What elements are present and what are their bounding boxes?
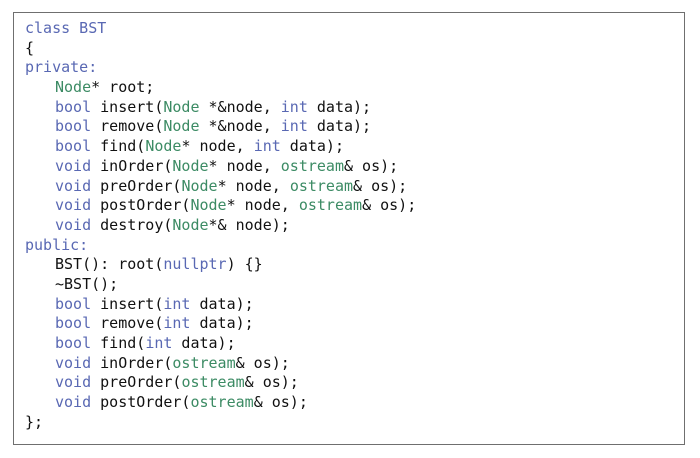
code-token: data); <box>190 314 254 333</box>
code-line: bool remove(int data); <box>25 314 416 334</box>
code-line: void postOrder(ostream& os); <box>25 393 416 413</box>
keyword-token: void <box>55 156 92 175</box>
code-line: private: <box>25 58 416 78</box>
code-line: void preOrder(ostream& os); <box>25 373 416 393</box>
code-token: data); <box>307 97 372 116</box>
code-token: *&node, <box>199 97 281 116</box>
type-token: Node <box>190 196 227 215</box>
keyword-token: int <box>280 97 308 116</box>
keyword-token: void <box>55 393 92 412</box>
code-token: & os); <box>344 156 399 175</box>
keyword-token: private: <box>25 58 98 77</box>
code-token: remove( <box>91 117 164 136</box>
code-token: *&node, <box>199 117 281 136</box>
code-token: remove( <box>91 314 164 333</box>
type-token: Node <box>172 215 209 234</box>
code-line: public: <box>25 236 416 256</box>
type-token: ostream <box>280 156 344 175</box>
code-line: BST(): root(nullptr) {} <box>25 255 416 275</box>
code-token: postOrder( <box>91 196 191 215</box>
keyword-token: bool <box>55 334 92 352</box>
code-line: bool insert(int data); <box>25 295 416 315</box>
keyword-token: int <box>253 137 281 156</box>
code-token: * node, <box>217 176 290 195</box>
type-token: Node <box>163 97 200 116</box>
code-token: *& node); <box>208 215 290 234</box>
code-token: * root; <box>91 78 155 97</box>
code-token: & os); <box>362 196 417 215</box>
type-token: Node <box>55 78 92 97</box>
keyword-token: nullptr <box>163 255 227 274</box>
keyword-token: int <box>280 117 308 136</box>
keyword-token: void <box>55 196 92 215</box>
code-block: class BST{private:Node* root;bool insert… <box>25 19 416 432</box>
code-line: void preOrder(Node* node, ostream& os); <box>25 177 416 197</box>
code-token: & os); <box>253 393 308 412</box>
code-token: destroy( <box>91 215 173 234</box>
code-token: * node, <box>181 137 254 156</box>
code-line: bool remove(Node *&node, int data); <box>25 117 416 137</box>
keyword-token: int <box>163 314 191 333</box>
type-token: Node <box>145 137 182 156</box>
code-line: class BST <box>25 19 416 39</box>
code-line: bool find(int data); <box>25 334 416 354</box>
code-token: data); <box>307 117 372 136</box>
code-token: find( <box>91 334 146 352</box>
code-token: BST(): root( <box>55 255 164 274</box>
code-token: data); <box>172 334 236 352</box>
code-line: { <box>25 39 416 59</box>
type-token: ostream <box>172 353 236 372</box>
code-line: bool insert(Node *&node, int data); <box>25 98 416 118</box>
code-line: void destroy(Node*& node); <box>25 216 416 236</box>
code-token: { <box>25 38 35 57</box>
keyword-token: void <box>55 373 92 392</box>
code-token: * node, <box>208 156 281 175</box>
type-token: Node <box>181 176 218 195</box>
code-token: & os); <box>244 373 299 392</box>
keyword-token: bool <box>55 117 92 136</box>
code-line: bool find(Node* node, int data); <box>25 137 416 157</box>
code-token: find( <box>91 137 146 156</box>
code-token: data); <box>280 137 344 156</box>
code-line: ~BST(); <box>25 275 416 295</box>
code-token: preOrder( <box>91 373 182 392</box>
keyword-token: bool <box>55 314 92 333</box>
type-token: ostream <box>181 373 245 392</box>
code-line: void inOrder(Node* node, ostream& os); <box>25 157 416 177</box>
code-token: ~BST(); <box>55 274 119 293</box>
code-line: void postOrder(Node* node, ostream& os); <box>25 196 416 216</box>
keyword-token: void <box>55 353 92 372</box>
type-token: Node <box>163 117 200 136</box>
code-token: }; <box>25 412 44 431</box>
code-listing-box: class BST{private:Node* root;bool insert… <box>13 12 685 445</box>
type-token: Node <box>172 156 209 175</box>
keyword-token: public: <box>25 235 89 254</box>
type-token: ostream <box>298 196 363 215</box>
type-token: ostream <box>190 393 254 412</box>
keyword-token: void <box>55 176 92 195</box>
keyword-token: bool <box>55 294 92 313</box>
code-line: void inOrder(ostream& os); <box>25 354 416 374</box>
code-token: inOrder( <box>91 156 173 175</box>
keyword-token: int <box>145 334 173 352</box>
code-token: inOrder( <box>91 353 173 372</box>
type-token: ostream <box>289 176 354 195</box>
keyword-token: bool <box>55 97 92 116</box>
code-token: insert( <box>91 97 164 116</box>
keyword-token: void <box>55 215 92 234</box>
code-line: Node* root; <box>25 78 416 98</box>
code-token: postOrder( <box>91 393 191 412</box>
code-token: insert( <box>91 294 164 313</box>
code-token: ) {} <box>226 255 263 274</box>
keyword-token: int <box>163 294 191 313</box>
code-token: preOrder( <box>91 176 182 195</box>
keyword-token: class BST <box>25 19 107 37</box>
code-token: data); <box>190 294 254 313</box>
code-token: & os); <box>353 176 408 195</box>
code-token: * node, <box>226 196 299 215</box>
keyword-token: bool <box>55 137 92 156</box>
code-line: }; <box>25 413 416 433</box>
code-token: & os); <box>235 353 290 372</box>
